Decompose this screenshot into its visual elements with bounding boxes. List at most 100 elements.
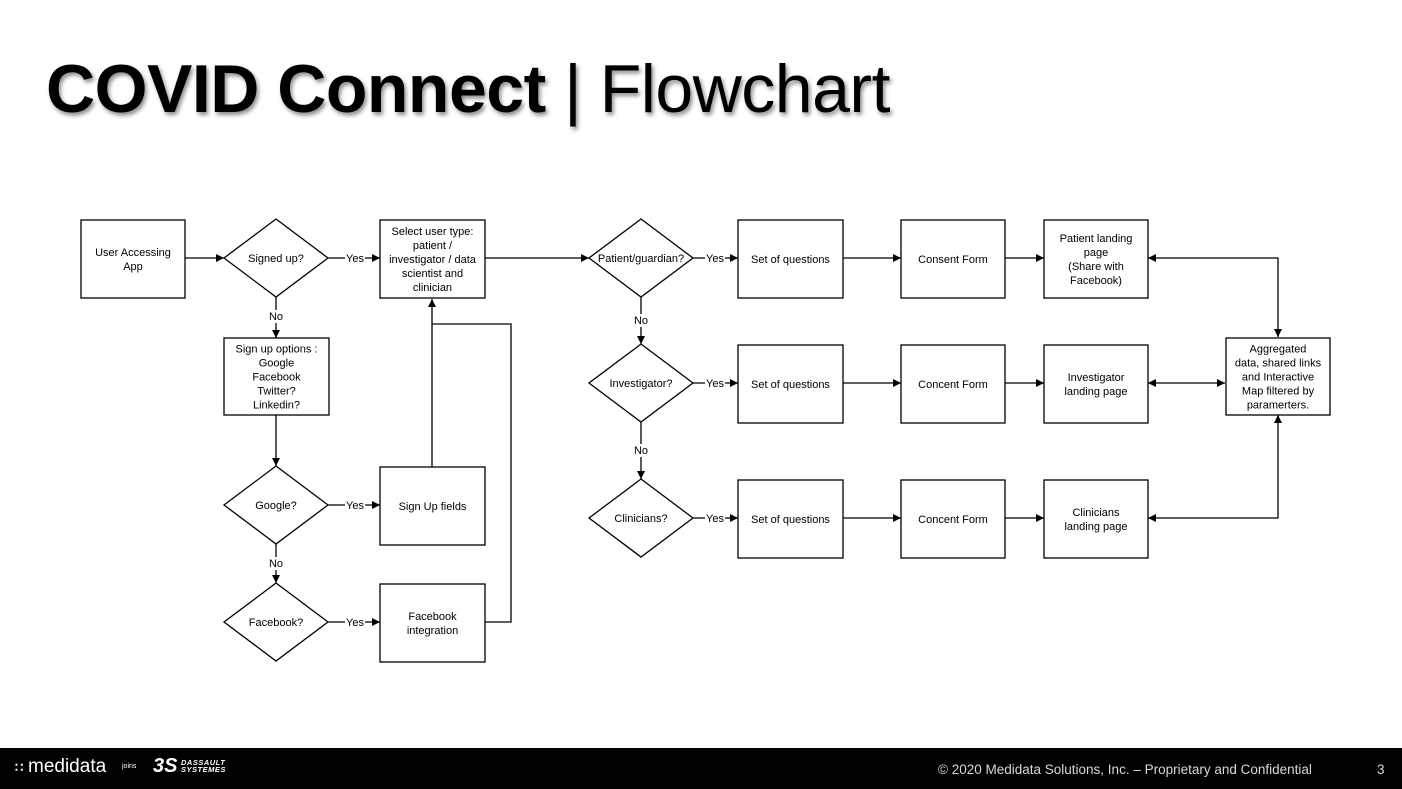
node-label: landing page (1064, 386, 1127, 398)
edge-label-bg (631, 314, 651, 327)
edge-label-yes: Yes (706, 513, 724, 525)
edge-label-bg (266, 310, 286, 323)
joins-text: joins (122, 763, 137, 770)
node-clinicians: Clinicians? (587, 478, 695, 558)
node-label: Google? (255, 500, 297, 512)
decision-diamond (587, 478, 695, 558)
node-label: Select user type: (392, 226, 474, 238)
node-label: Patient/guardian? (598, 253, 684, 265)
node-label: page (1084, 247, 1108, 259)
node-label: integration (407, 625, 458, 637)
node-landing-clinicians: Clinicians landing page (1043, 479, 1149, 559)
node-label: User Accessing (95, 247, 171, 259)
node-label: Twitter? (257, 386, 296, 398)
process-box (379, 219, 486, 299)
node-label: landing page (1064, 521, 1127, 533)
edge-label-bg (266, 557, 286, 570)
process-box (900, 219, 1006, 299)
edge-label-yes: Yes (346, 253, 364, 265)
process-box (1043, 344, 1149, 424)
node-label: Signed up? (248, 253, 304, 265)
edge-label-bg (345, 616, 365, 629)
node-patient-guardian: Patient/guardian? (587, 218, 695, 298)
connector-arrow (432, 323, 512, 623)
edge-label-bg (705, 377, 725, 390)
page-number: 3 (1377, 762, 1385, 777)
edge-label-no: No (269, 311, 283, 323)
node-signed-up: Signed up? (222, 218, 330, 298)
node-label: Google (259, 358, 294, 370)
process-box (223, 337, 330, 416)
page-title: COVID Connect | Flowchart (46, 50, 890, 128)
dassault-line-2: SYSTEMES (181, 765, 226, 774)
process-box (379, 583, 486, 663)
node-label: Concent Form (918, 379, 988, 391)
process-box (737, 219, 844, 299)
edge-label-yes: Yes (346, 617, 364, 629)
node-label: Clinicians? (614, 513, 667, 525)
decision-diamond (222, 218, 330, 298)
decision-diamond (587, 218, 695, 298)
node-label: data, shared links (1235, 358, 1322, 370)
node-label: Sign up options : (236, 344, 318, 356)
process-box (80, 219, 186, 299)
node-facebook-integration: Facebook integration (379, 583, 486, 663)
edge-label-yes: Yes (346, 500, 364, 512)
copyright-text: © 2020 Medidata Solutions, Inc. – Propri… (938, 762, 1312, 777)
node-label: Facebook) (1070, 275, 1122, 287)
node-label: Facebook? (249, 617, 303, 629)
node-label: Facebook (252, 372, 301, 384)
process-box (737, 479, 844, 559)
decision-diamond (222, 465, 330, 545)
connector-arrow (1148, 415, 1282, 522)
node-label: Facebook (408, 611, 457, 623)
edge-label-bg (705, 512, 725, 525)
node-label: Map filtered by (1242, 386, 1315, 398)
node-label: Patient landing (1060, 233, 1133, 245)
node-label: Aggregated (1250, 344, 1307, 356)
edge-label-yes: Yes (706, 378, 724, 390)
node-label: Set of questions (751, 254, 830, 266)
node-label: (Share with (1068, 261, 1124, 273)
process-box (1225, 337, 1331, 416)
node-label: clinician (413, 282, 452, 294)
medidata-logo: medidata (28, 756, 107, 777)
node-label: Sign Up fields (399, 501, 467, 513)
node-label: Linkedin? (253, 400, 300, 412)
process-box (737, 344, 844, 424)
node-select-user-type: Select user type: patient / investigator /… (379, 219, 486, 299)
node-questions-investigator: Set of questions (737, 344, 844, 424)
node-label: Set of questions (751, 514, 830, 526)
node-label: Investigator (1068, 372, 1125, 384)
node-consent-clinicians: Concent Form (900, 479, 1006, 559)
edge-label-no: No (634, 445, 648, 457)
dassault-line-1: DASSAULT (181, 758, 226, 767)
edge-label-bg (345, 252, 365, 265)
node-signup-fields: Sign Up fields (379, 466, 486, 546)
node-label: Clinicians (1072, 507, 1120, 519)
dassault-logo-icon: 3S (153, 755, 178, 777)
node-label: paramerters. (1247, 400, 1309, 412)
node-label: scientist and (402, 268, 463, 280)
node-label: and Interactive (1242, 372, 1314, 384)
node-aggregated: Aggregated data, shared links and Interact… (1225, 337, 1331, 416)
node-label: investigator / data (389, 254, 477, 266)
node-questions-clinicians: Set of questions (737, 479, 844, 559)
process-box (900, 344, 1006, 424)
edge-label-bg (631, 444, 651, 457)
edge-label-no: No (269, 558, 283, 570)
node-investigator: Investigator? (587, 343, 695, 423)
edge-label-no: No (634, 315, 648, 327)
process-box (900, 479, 1006, 559)
node-label: Set of questions (751, 379, 830, 391)
title-bold: COVID Connect (46, 51, 546, 127)
node-google: Google? (222, 465, 330, 545)
node-label: patient / (413, 240, 453, 252)
